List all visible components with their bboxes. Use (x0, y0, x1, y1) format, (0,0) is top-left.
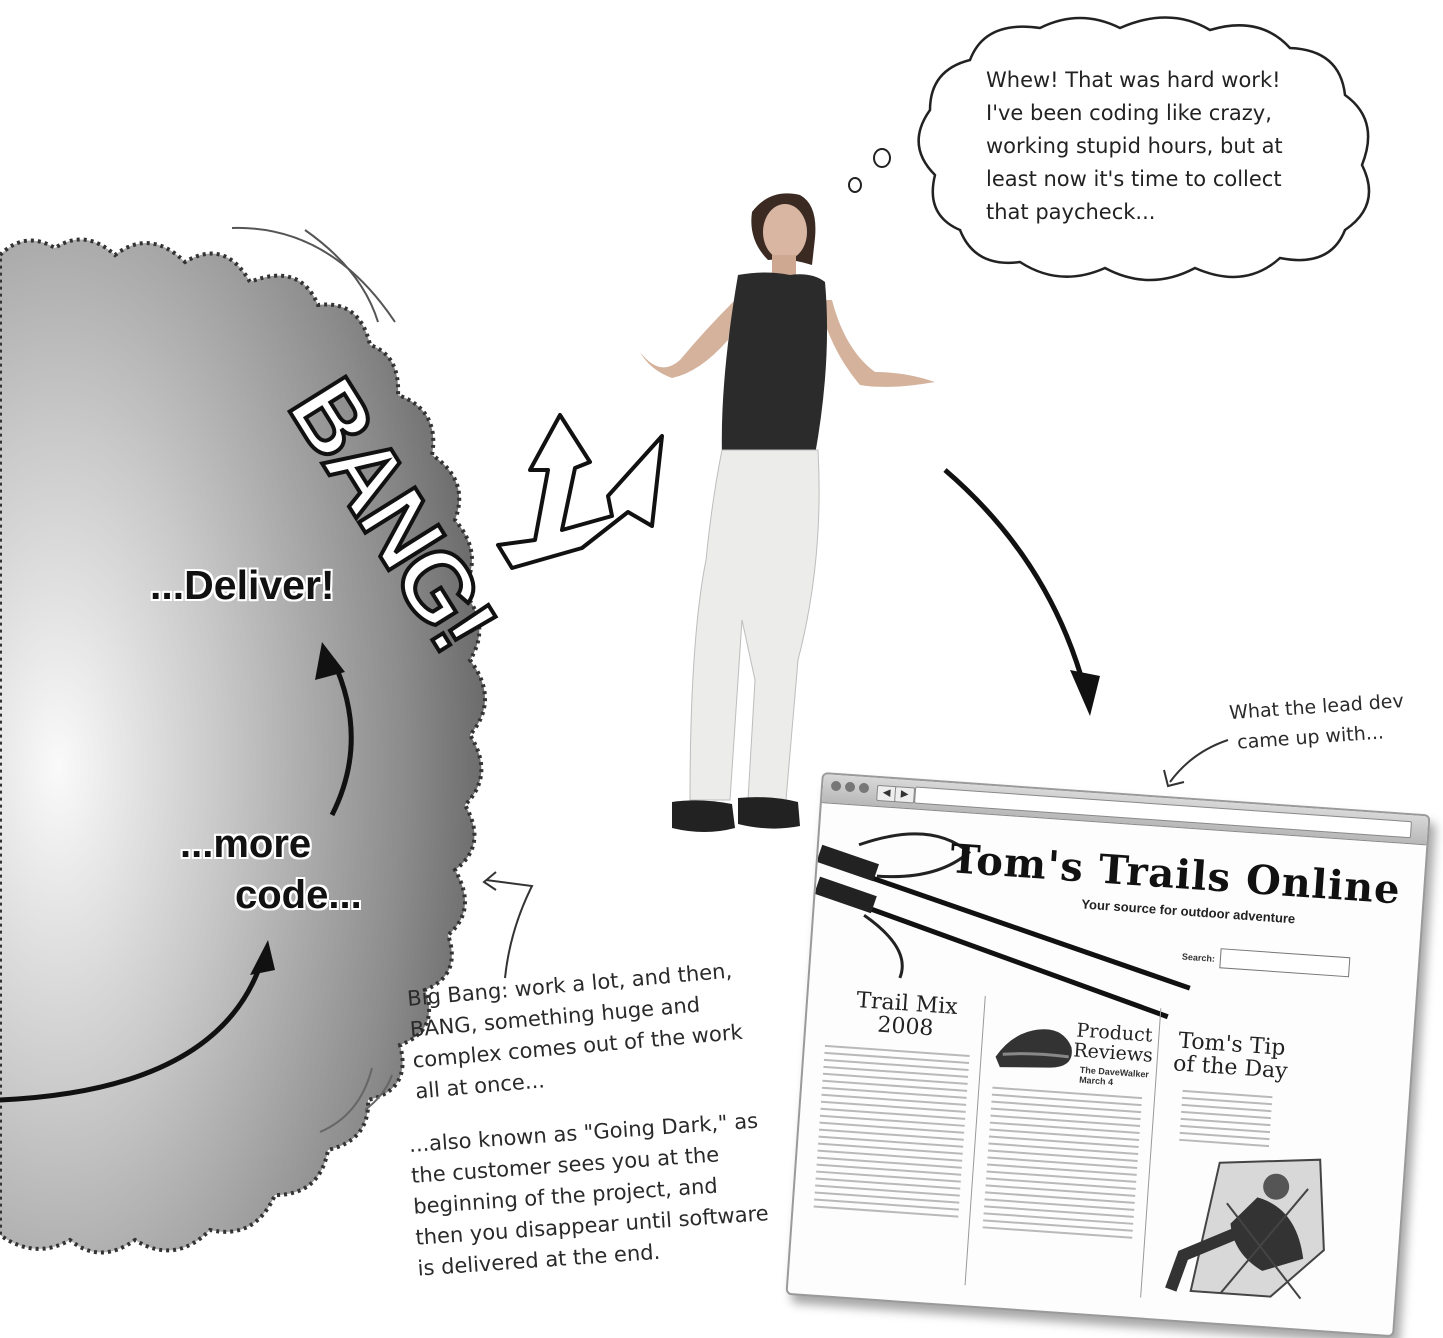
forward-button[interactable]: ▶ (894, 786, 915, 803)
window-dot-icon (831, 781, 842, 792)
product-reviews-subtitle: The DaveWalker March 4 (1079, 1065, 1150, 1090)
column-divider (965, 996, 986, 1285)
tip-of-day-heading: Tom's Tip of the Day (1170, 1029, 1293, 1083)
going-dark-note: ...also known as "Going Dark," as the cu… (408, 1105, 772, 1284)
product-reviews-heading: Product Reviews (1073, 1020, 1156, 1065)
window-dot-icon (845, 782, 856, 793)
window-dot-icon (859, 783, 870, 794)
hiking-shoe-image (990, 1012, 1084, 1078)
website-browser-window: ◀ ▶ Tom's Trails Online Your source for … (785, 772, 1430, 1337)
trail-mix-text (813, 1045, 969, 1223)
trail-mix-heading: Trail Mix 2008 (850, 989, 963, 1043)
camper-in-chair-image (1149, 1139, 1360, 1323)
product-reviews-text (982, 1087, 1142, 1244)
